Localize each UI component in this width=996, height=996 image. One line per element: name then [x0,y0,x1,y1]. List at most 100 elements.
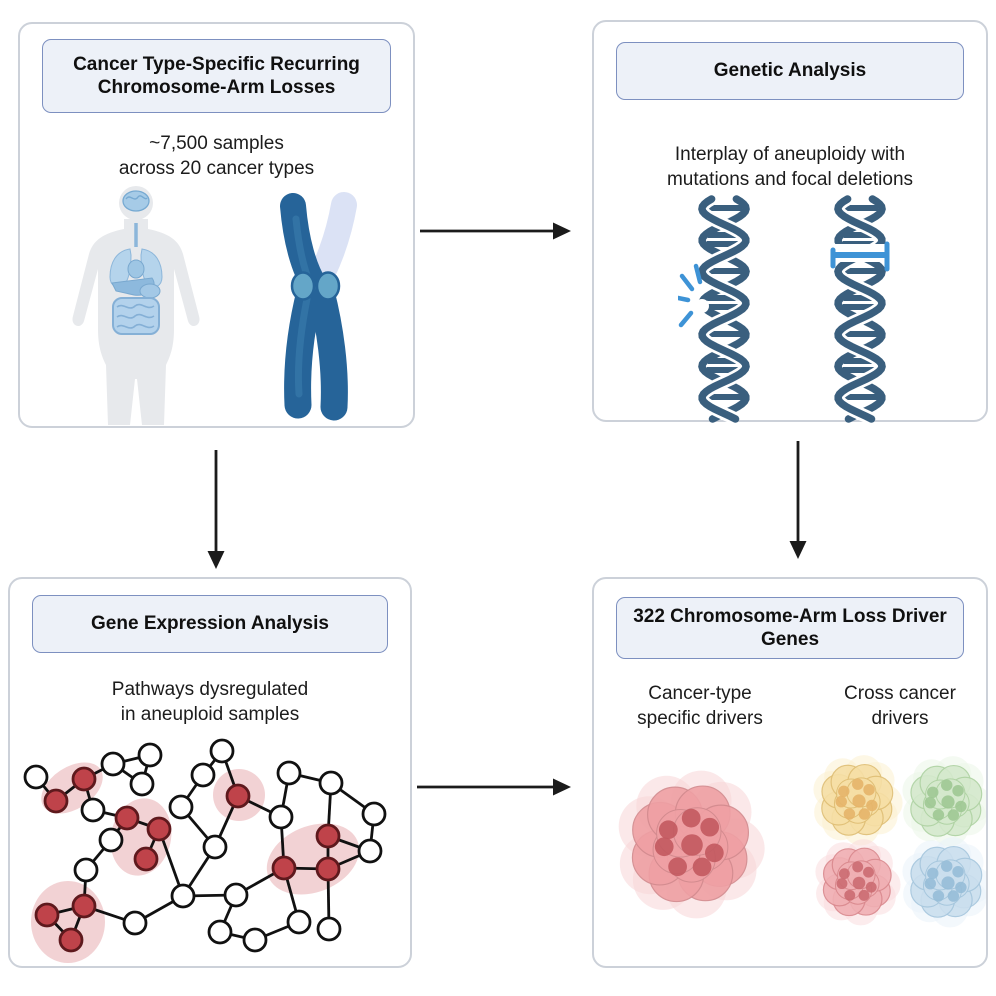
network-node-dysregulated [315,823,341,849]
label-cancer-type-specific-drivers: Cancer-type specific drivers [608,681,792,731]
network-node [209,738,235,764]
header-box: 322 Chromosome-Arm Loss Driver Genes [616,597,964,659]
panel-gene-expression: Gene Expression Analysis Pathways dysreg… [8,577,412,968]
cell-nucleus [844,889,856,901]
header-box: Cancer Type-Specific Recurring Chromosom… [42,39,391,113]
header-box: Gene Expression Analysis [32,595,388,653]
cell-nucleus [838,785,850,798]
cell-nucleus [654,837,674,857]
cell-nucleus [952,785,964,797]
cluster-cancer-type-specific [618,770,765,919]
subtitle-line: across 20 cancer types [118,158,315,180]
panel-title: Cancer Type-Specific Recurring Chromosom… [73,53,360,98]
network-node-dysregulated [43,788,69,814]
panel-title: Genetic Analysis [713,60,867,82]
centromere [315,271,341,301]
dna-strand [698,195,750,423]
mutation-spark-icon [678,263,703,328]
cell-nucleus [681,808,701,828]
arrow-top-left-to-top-right [420,222,571,240]
panel-subtitle: Pathways dysregulated in aneuploid sampl… [18,677,402,727]
cell-nucleus [955,881,967,894]
subtitle-line: Interplay of aneuploidy with [674,144,906,165]
network-node [73,857,99,883]
pathway-network-diagram [23,738,387,963]
network-node [357,838,383,864]
panel-subtitle: Interplay of aneuploidy with mutations a… [602,142,978,192]
subtitle-line: mutations and focal deletions [666,169,914,191]
cell-nucleus [852,861,864,873]
spark-ray [679,273,695,292]
header-box: Genetic Analysis [616,42,964,100]
arrow-bottom-left-to-bottom-right [417,778,571,796]
cluster-cross-cancer-yellow [813,755,903,846]
cell-nucleus [852,794,866,808]
network-node [316,916,342,942]
cell-nucleus [947,809,960,821]
cell-nucleus [835,795,847,808]
dna-helix-mutation-icon [678,194,753,424]
cell-nucleus [858,808,871,820]
cell-nucleus [852,876,866,890]
panel-title: Gene Expression Analysis [91,613,329,635]
subtitle-line: Pathways dysregulated [111,679,309,700]
network-node [170,883,196,909]
cell-nucleus [836,878,848,890]
cell-nucleus [941,860,953,872]
dna-break-gap [695,299,709,313]
cell-nucleus [927,867,939,880]
cell-nucleus [838,868,850,880]
network-node [207,919,233,945]
network-node-dysregulated [315,856,341,882]
cell-nucleus [955,800,967,813]
arrow-head [553,778,571,796]
network-node [223,882,249,908]
network-node [202,834,228,860]
network-node-dysregulated [114,805,140,831]
focal-deletion-icon [830,241,890,272]
cell-nucleus [927,786,939,799]
cell-nucleus [932,809,945,821]
network-node [23,764,49,790]
subtitle-line: in aneuploid samples [120,704,300,726]
panel-subtitle: ~7,500 samples across 20 cancer types [28,131,405,181]
arrow-top-left-to-bottom-left [207,450,225,569]
chromosome-icon [280,192,357,421]
cell-nucleus [863,784,875,796]
cell-nucleus [658,820,678,840]
label-line: specific drivers [637,708,763,730]
cell-nucleus [858,889,870,901]
network-node [361,801,387,827]
label-line: drivers [871,708,929,730]
network-node-dysregulated [225,783,251,809]
cell-nucleus [866,799,878,812]
network-node-dysregulated [71,893,97,919]
network-node [276,760,302,786]
cluster-cross-cancer-red [815,839,901,926]
panel-driver-genes: 322 Chromosome-Arm Loss Driver Genes Can… [592,577,988,968]
cell-nucleus [952,866,964,878]
subtitle-line: ~7,500 samples [149,133,284,154]
dna-strand [834,195,886,423]
network-node [242,927,268,953]
network-node [137,742,163,768]
dna-helix-deletion-icon [830,194,892,424]
panel-title: 322 Chromosome-Arm Loss Driver Genes [633,605,947,650]
cluster-cross-cancer-green [902,756,986,847]
cell-nucleus [852,778,864,790]
panel-genetic-analysis: Genetic Analysis Interplay of aneuploidy… [592,20,988,424]
cell-nucleus [947,890,960,902]
network-node [80,797,106,823]
cell-nucleus [681,834,703,856]
spark-ray [678,295,691,303]
network-node-dysregulated [58,927,84,953]
cell-nucleus [704,843,724,863]
cell-nucleus [692,857,712,877]
network-node-dysregulated [133,846,159,872]
cell-nucleus [843,808,856,820]
arrow-top-right-to-bottom-right [789,441,807,559]
organs [109,190,163,335]
cell-nucleus [932,890,945,902]
cell-nucleus [941,779,953,791]
